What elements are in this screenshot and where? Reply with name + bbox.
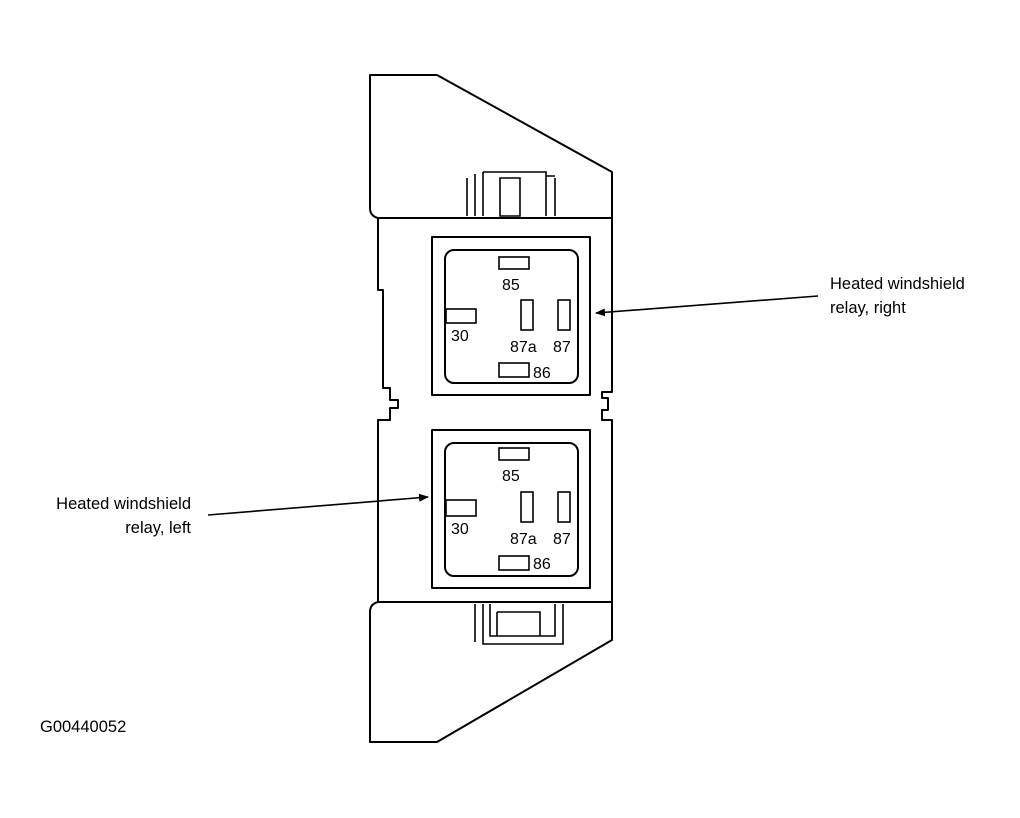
figure-id: G00440052 (40, 718, 127, 736)
relay-right: 85 30 87a 87 86 (431, 236, 591, 396)
relay-left: 85 30 87a 87 86 (431, 429, 591, 589)
pin-label-87a: 87a (510, 531, 537, 548)
pin-label-86: 86 (533, 365, 551, 382)
leader-arrow-left (207, 493, 429, 516)
pin-label-87a: 87a (510, 339, 537, 356)
callout-relay-right: Heated windshield relay, right (830, 272, 965, 320)
pin-label-30: 30 (451, 328, 469, 345)
callout-right-line2: relay, right (830, 299, 906, 317)
pin-label-85: 85 (502, 277, 520, 294)
callout-left-line2: relay, left (125, 519, 191, 537)
callout-right-line1: Heated windshield (830, 275, 965, 293)
pin-85-terminal (498, 447, 530, 461)
pin-label-87: 87 (553, 531, 571, 548)
pin-87a-terminal (520, 491, 534, 523)
pin-label-30: 30 (451, 521, 469, 538)
pin-label-86: 86 (533, 556, 551, 573)
bottom-connector-housing (369, 601, 613, 743)
pin-30-terminal (445, 308, 477, 324)
callout-left-line1: Heated windshield (56, 495, 191, 513)
pin-87-terminal (557, 491, 571, 523)
leader-arrow-right (595, 295, 819, 317)
pin-label-87: 87 (553, 339, 571, 356)
pin-86-terminal (498, 555, 530, 571)
top-connector-housing (369, 74, 613, 219)
pin-85-terminal (498, 256, 530, 270)
pin-30-terminal (445, 499, 477, 517)
pin-87a-terminal (520, 299, 534, 331)
pin-87-terminal (557, 299, 571, 331)
relay-block-body (377, 218, 613, 603)
pin-86-terminal (498, 362, 530, 378)
pin-label-85: 85 (502, 468, 520, 485)
callout-relay-left: Heated windshield relay, left (20, 492, 191, 540)
